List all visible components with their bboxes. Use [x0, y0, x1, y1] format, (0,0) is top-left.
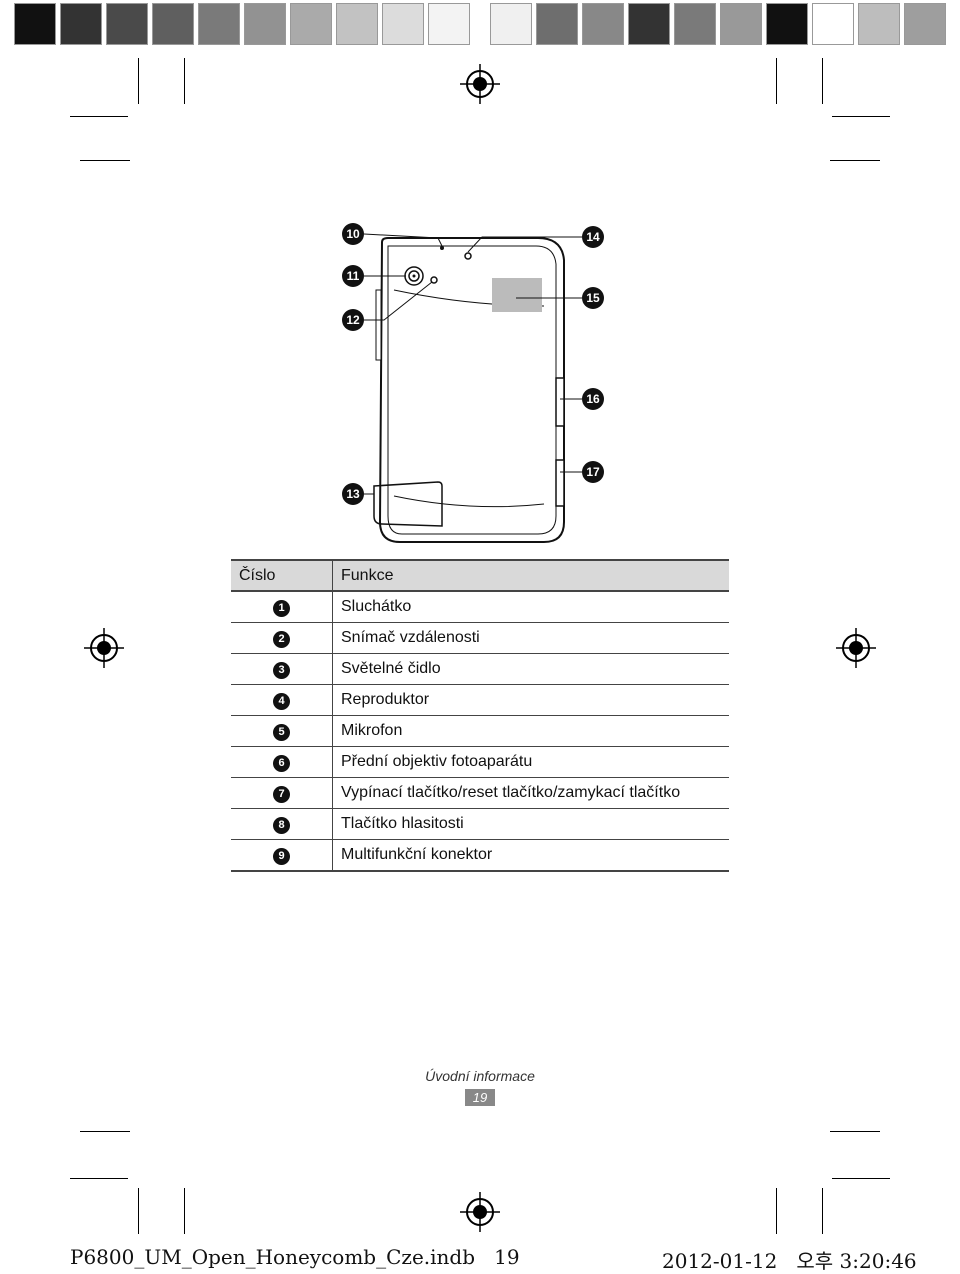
- callout-13: 13: [342, 483, 364, 505]
- callout-10: 10: [342, 223, 364, 245]
- crop-mark: [184, 58, 185, 104]
- calibration-swatch: [766, 3, 808, 45]
- calibration-swatch: [336, 3, 378, 45]
- number-badge: 2: [273, 630, 290, 648]
- crop-mark: [70, 1178, 128, 1179]
- number-badge: 1: [273, 599, 290, 617]
- crop-mark: [830, 1131, 880, 1132]
- function-cell: Multifunkční konektor: [332, 839, 729, 872]
- section-title: Úvodní informace: [425, 1068, 535, 1084]
- number-badge: 7: [273, 785, 290, 803]
- calibration-swatch: [904, 3, 946, 45]
- calibration-swatch: [198, 3, 240, 45]
- print-slug-datetime: 2012-01-12 오후 3:20:46: [662, 1249, 917, 1273]
- function-cell: Vypínací tlačítko/reset tlačítko/zamykac…: [332, 777, 729, 809]
- print-slug-file: P6800_UM_Open_Honeycomb_Cze.indb 19: [70, 1245, 520, 1269]
- parts-table: Číslo Funkce 1 Sluchátko 2 Snímač vzdáleno…: [231, 559, 729, 872]
- table-row: 7 Vypínací tlačítko/reset tlačítko/zamyka…: [231, 777, 729, 809]
- crop-mark: [776, 1188, 777, 1234]
- crop-mark: [80, 160, 130, 161]
- calibration-swatch: [858, 3, 900, 45]
- calibration-swatch: [152, 3, 194, 45]
- header-function: Funkce: [332, 559, 729, 592]
- number-badge: 8: [273, 816, 290, 834]
- calibration-swatch: [106, 3, 148, 45]
- calibration-swatch: [382, 3, 424, 45]
- tablet-back-illustration: [363, 233, 582, 543]
- calibration-swatch: [674, 3, 716, 45]
- table-row: 9 Multifunkční konektor: [231, 839, 729, 872]
- registration-mark-icon: [460, 1192, 500, 1232]
- device-back-figure: 10 11 12 13 14 15 16 17: [330, 210, 630, 550]
- function-cell: Sluchátko: [332, 591, 729, 623]
- function-cell: Snímač vzdálenosti: [332, 622, 729, 654]
- calibration-swatch: [582, 3, 624, 45]
- calibration-swatch: [244, 3, 286, 45]
- table-row: 8 Tlačítko hlasitosti: [231, 808, 729, 840]
- table-row: 1 Sluchátko: [231, 591, 729, 623]
- number-badge: 6: [273, 754, 290, 772]
- function-cell: Mikrofon: [332, 715, 729, 747]
- table-row: 4 Reproduktor: [231, 684, 729, 716]
- crop-mark: [830, 160, 880, 161]
- color-calibration-bar-left: [12, 0, 472, 50]
- crop-mark: [70, 116, 128, 117]
- function-cell: Přední objektiv fotoaparátu: [332, 746, 729, 778]
- table-row: 5 Mikrofon: [231, 715, 729, 747]
- calibration-swatch: [60, 3, 102, 45]
- number-badge: 3: [273, 661, 290, 679]
- function-cell: Světelné čidlo: [332, 653, 729, 685]
- number-badge: 4: [273, 692, 290, 710]
- crop-mark: [80, 1131, 130, 1132]
- calibration-swatch: [490, 3, 532, 45]
- crop-mark: [832, 116, 890, 117]
- crop-mark: [822, 58, 823, 104]
- callout-12: 12: [342, 309, 364, 331]
- function-cell: Tlačítko hlasitosti: [332, 808, 729, 840]
- crop-mark: [822, 1188, 823, 1234]
- color-calibration-bar-right: [488, 0, 948, 50]
- table-row: 3 Světelné čidlo: [231, 653, 729, 685]
- calibration-swatch: [14, 3, 56, 45]
- crop-mark: [776, 58, 777, 104]
- table-header-row: Číslo Funkce: [231, 559, 729, 592]
- number-badge: 5: [273, 723, 290, 741]
- callout-14: 14: [582, 226, 604, 248]
- callout-17: 17: [582, 461, 604, 483]
- header-number: Číslo: [231, 559, 333, 592]
- calibration-swatch: [720, 3, 762, 45]
- page-number: 19: [465, 1089, 495, 1106]
- calibration-swatch: [290, 3, 332, 45]
- callout-11: 11: [342, 265, 364, 287]
- calibration-swatch: [428, 3, 470, 45]
- calibration-swatch: [812, 3, 854, 45]
- crop-mark: [138, 1188, 139, 1234]
- number-badge: 9: [273, 847, 290, 865]
- registration-mark-icon: [836, 628, 876, 668]
- crop-mark: [832, 1178, 890, 1179]
- callout-15: 15: [582, 287, 604, 309]
- table-row: 6 Přední objektiv fotoaparátu: [231, 746, 729, 778]
- table-row: 2 Snímač vzdálenosti: [231, 622, 729, 654]
- callout-16: 16: [582, 388, 604, 410]
- crop-mark: [138, 58, 139, 104]
- registration-mark-icon: [84, 628, 124, 668]
- crop-mark: [184, 1188, 185, 1234]
- calibration-swatch: [628, 3, 670, 45]
- function-cell: Reproduktor: [332, 684, 729, 716]
- calibration-swatch: [536, 3, 578, 45]
- registration-mark-icon: [460, 64, 500, 104]
